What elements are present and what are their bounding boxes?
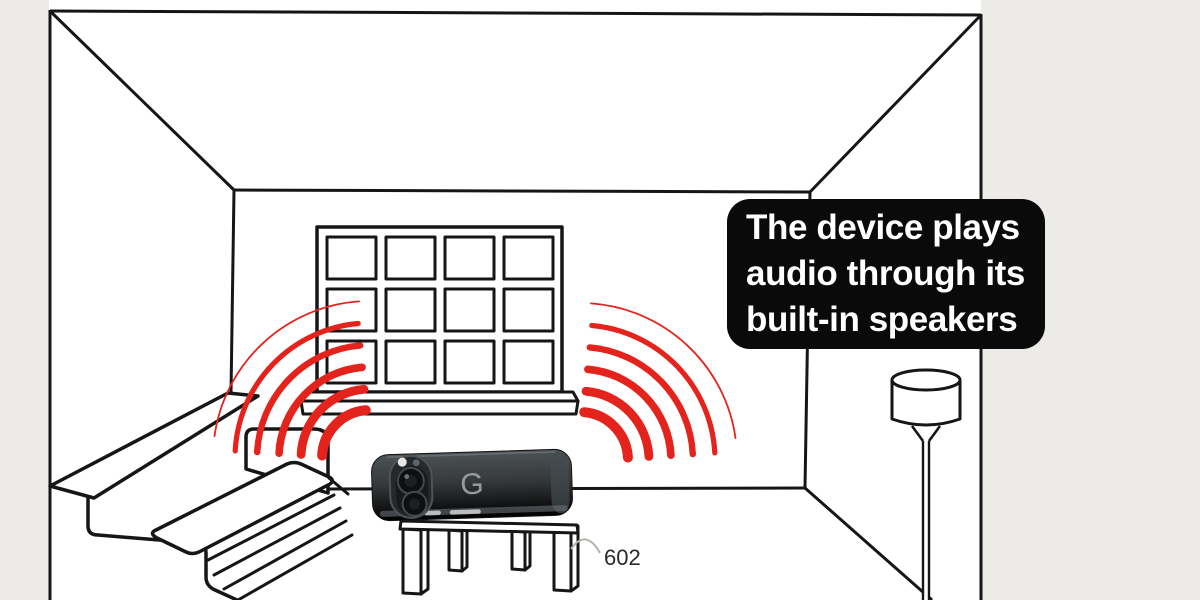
- camera-bar: [388, 454, 434, 519]
- camera-lens-glint: [404, 474, 410, 479]
- phone-edge-highlight: [550, 451, 570, 514]
- table-leg-mid-right-side: [523, 527, 532, 572]
- callout-line-1: The device plays: [746, 208, 1020, 247]
- table-leg-right: [552, 527, 573, 593]
- sofa-trim-lines: [206, 476, 354, 600]
- camera-flash-icon: [397, 457, 407, 467]
- back-wall-left-corner: [229, 189, 236, 394]
- annotation-callout: The device plays audio through its built…: [727, 199, 1045, 349]
- sofa-seat-cushion: [150, 460, 334, 556]
- figure-label: 602: [604, 545, 641, 570]
- ceiling-outer-edge: [49, 9, 982, 17]
- camera-lens2-inner: [409, 498, 421, 510]
- table-leg-right-side: [569, 524, 580, 593]
- sound-waves-left-icon: [213, 300, 371, 461]
- table-leg-left-side: [419, 524, 430, 596]
- lamp-pole-fill: [923, 441, 929, 600]
- lamp-neck: [910, 425, 942, 442]
- phone: G: [371, 448, 573, 522]
- table-leg-mid-left-side: [460, 526, 469, 573]
- table-leg-mid-left: [447, 528, 464, 573]
- window-panes: [325, 235, 555, 385]
- floor-lamp: [890, 368, 962, 600]
- window-sill-face: [299, 399, 580, 416]
- floor-corner-right: [804, 486, 933, 600]
- sofa: [48, 391, 354, 600]
- lamp-shade-side: [890, 380, 962, 427]
- table-top: [398, 519, 580, 535]
- back-wall-top-edge: [233, 188, 811, 194]
- figure-reference: 602: [570, 538, 641, 570]
- sofa-backrest-top: [48, 391, 260, 500]
- ceiling-corner-left: [48, 9, 236, 192]
- table-leg-mid-right: [510, 529, 527, 572]
- sound-waves-right-icon: [579, 302, 737, 463]
- ceiling-corner-right: [808, 13, 983, 194]
- phone-logo-letter: G: [460, 468, 484, 502]
- callout-line-2: audio through its: [746, 254, 1025, 293]
- lamp-shade-top: [890, 368, 962, 392]
- lamp-pole: [921, 441, 931, 600]
- window: [299, 225, 580, 416]
- callout-line-3: built-in speakers: [746, 300, 1018, 339]
- phone-button-pill-1: [424, 510, 441, 516]
- camera-sensor-icon: [412, 459, 420, 467]
- leader-line: [570, 538, 601, 554]
- table-leg-left: [401, 527, 423, 596]
- phone-button-pill-2: [449, 509, 481, 515]
